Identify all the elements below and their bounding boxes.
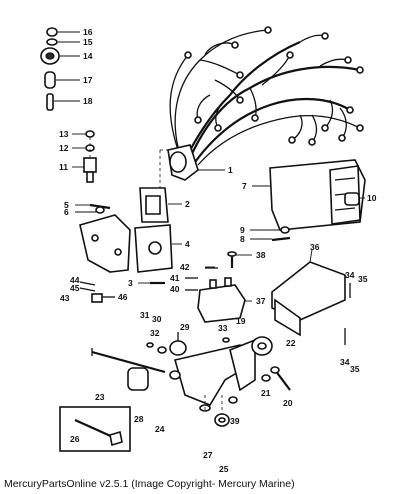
mount-plate	[79, 214, 131, 273]
callout-33: 33	[218, 323, 228, 333]
part-5-6-screw-washer	[89, 203, 111, 214]
callout-46: 46	[118, 292, 128, 302]
callout-10: 10	[367, 193, 377, 203]
callout-15: 15	[83, 37, 93, 47]
part-4-bracket	[134, 224, 173, 273]
callout-34-lower: 34	[340, 357, 350, 367]
part-31-32-33-hardware	[146, 337, 230, 354]
part-8-screw	[271, 236, 291, 242]
callout-13: 13	[59, 129, 69, 139]
callout-26: 26	[70, 434, 80, 444]
part-25-nut	[214, 413, 230, 427]
callout-19: 19	[236, 316, 246, 326]
part-9-washer	[280, 226, 290, 234]
part-14-boot	[40, 47, 60, 65]
callout-40: 40	[170, 284, 180, 294]
callout-37: 37	[256, 296, 266, 306]
part-26-bolt-box	[59, 406, 131, 452]
part-29-switch	[169, 332, 187, 356]
part-16-nut	[46, 27, 58, 37]
part-18-fuse	[46, 93, 54, 111]
callout-32: 32	[150, 328, 160, 338]
callout-labels: 16 15 14 17 18 13 12 11 1 7 2 10 5 6 9 8…	[59, 27, 377, 474]
part-38-screw	[227, 251, 237, 268]
part-10-plug	[344, 192, 360, 206]
part-28-spacer	[127, 367, 149, 391]
part-7-module	[269, 159, 366, 231]
part-22-boot	[251, 336, 273, 356]
part-39-washer	[228, 396, 238, 404]
part-2-clamp	[139, 187, 169, 223]
callout-39: 39	[230, 416, 240, 426]
part-24-nut	[169, 370, 181, 380]
part-11-sender	[83, 157, 97, 183]
part-13-nut	[85, 130, 95, 138]
callout-29: 29	[180, 322, 190, 332]
callout-8: 8	[240, 234, 245, 244]
callout-9: 9	[240, 225, 245, 235]
part-34-35-screws	[344, 283, 351, 345]
callout-27: 27	[203, 450, 213, 460]
callout-25: 25	[219, 464, 229, 474]
callout-22: 22	[286, 338, 296, 348]
part-43-46-terminals	[79, 281, 115, 303]
callout-38: 38	[256, 250, 266, 260]
copyright-caption: MercuryPartsOnline v2.5.1 (Image Copyrig…	[4, 478, 295, 490]
callout-17: 17	[83, 75, 93, 85]
callout-31: 31	[140, 310, 150, 320]
callout-3: 3	[128, 278, 133, 288]
callout-45: 45	[70, 283, 80, 293]
callout-43: 43	[60, 293, 70, 303]
wiring-harness	[167, 26, 364, 181]
callout-42: 42	[180, 262, 190, 272]
part-37-solenoid	[197, 277, 246, 323]
callout-14: 14	[83, 51, 93, 61]
callout-21: 21	[261, 388, 271, 398]
callout-20: 20	[283, 398, 293, 408]
callout-7: 7	[242, 181, 247, 191]
callout-11: 11	[59, 162, 68, 172]
part-20-bolt	[270, 366, 291, 391]
callout-4: 4	[185, 239, 190, 249]
callout-41: 41	[170, 273, 180, 283]
callout-6: 6	[64, 207, 69, 217]
callout-35-upper: 35	[358, 274, 368, 284]
callout-1: 1	[228, 165, 233, 175]
callout-24: 24	[155, 424, 165, 434]
callout-23: 23	[95, 392, 105, 402]
part-36-cover	[271, 261, 346, 337]
callout-12: 12	[59, 143, 69, 153]
callout-44: 44	[70, 275, 80, 285]
part-23-stud	[91, 348, 166, 374]
callout-34-upper: 34	[345, 270, 355, 280]
part-15-washer	[46, 38, 58, 46]
callout-16: 16	[83, 27, 93, 37]
part-21-nut	[261, 374, 271, 382]
callout-2: 2	[185, 199, 190, 209]
callout-28: 28	[134, 414, 144, 424]
callout-30: 30	[152, 314, 162, 324]
lower-bracket	[173, 338, 256, 406]
callout-36: 36	[310, 242, 320, 252]
callout-35-lower: 35	[350, 364, 360, 374]
part-17-fuse-holder	[44, 71, 56, 89]
callout-18: 18	[83, 96, 93, 106]
callout-5: 5	[64, 200, 69, 210]
leader-lines	[54, 31, 365, 302]
